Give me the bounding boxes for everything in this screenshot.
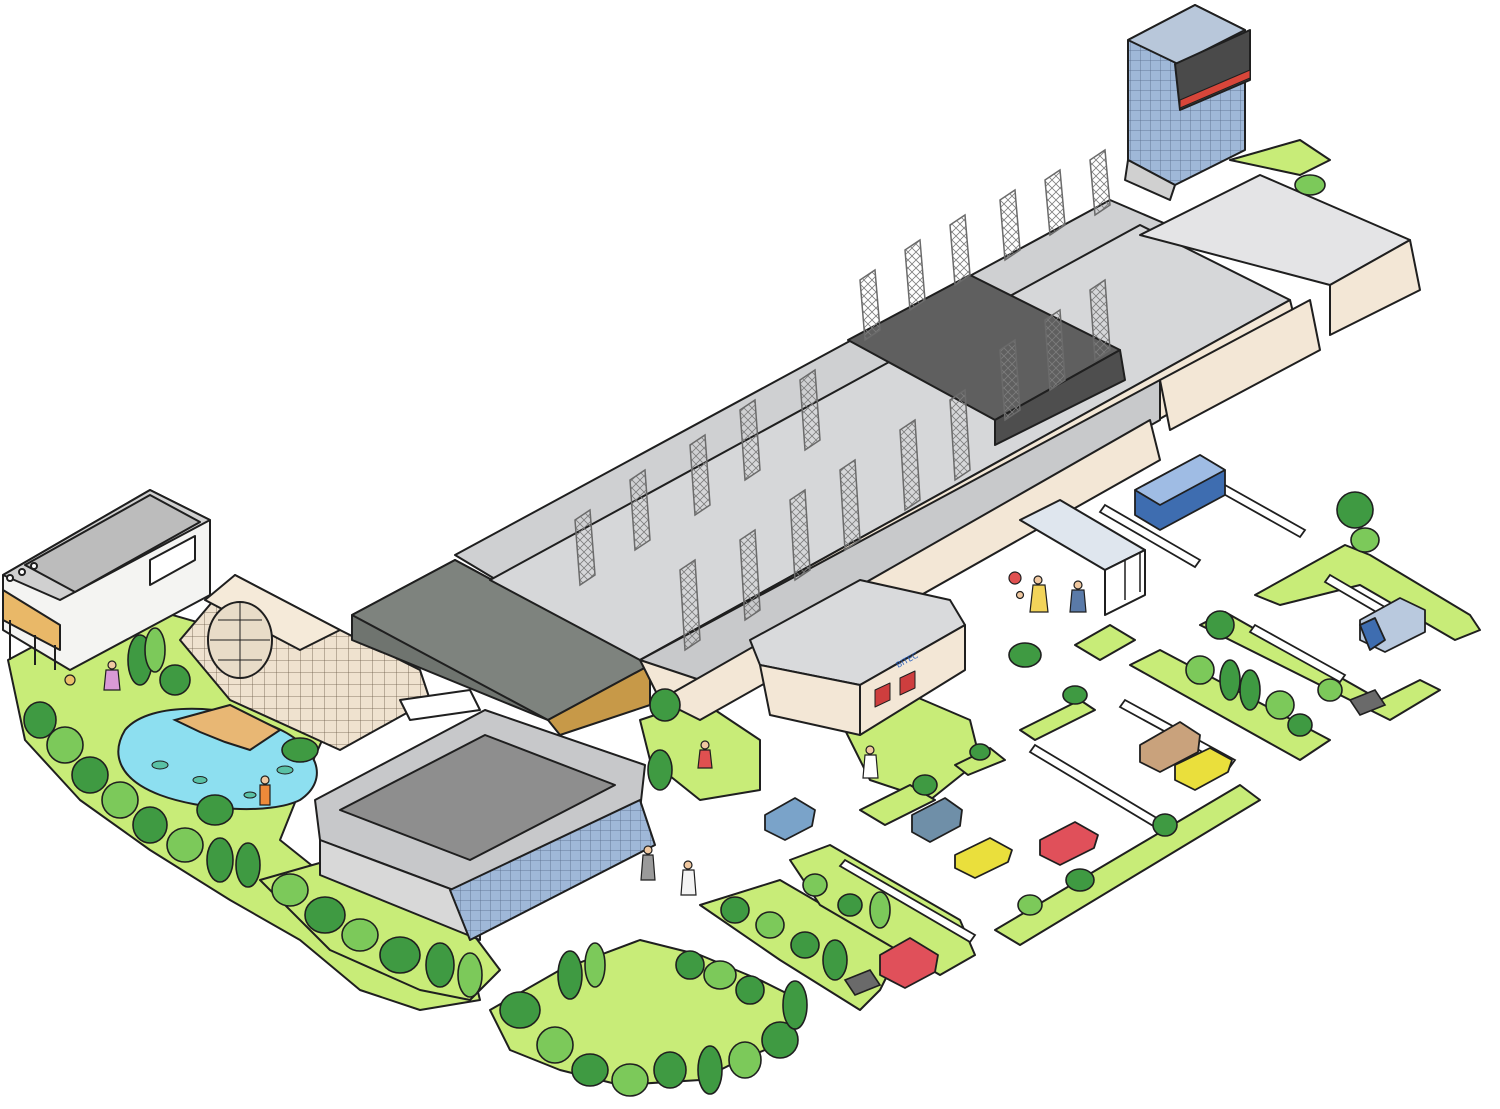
pickup-red <box>879 937 939 989</box>
entrance-canopy <box>1019 499 1146 616</box>
car-blue-road <box>764 797 816 841</box>
tree-cluster-south <box>271 873 808 1097</box>
trees-layer <box>23 174 1380 1097</box>
car-yellow-east <box>1174 747 1233 791</box>
car-beige <box>1139 721 1201 773</box>
roof-trusses <box>574 148 1111 652</box>
convention-hall <box>314 709 656 941</box>
lawn-strip-9 <box>859 784 936 826</box>
car-blue-lot <box>911 797 963 843</box>
lawn-strip-10 <box>1074 624 1136 661</box>
bus <box>1134 454 1226 531</box>
people <box>64 571 1087 896</box>
tree-cluster-west <box>23 627 319 888</box>
lawn-strip-4 <box>1129 649 1331 761</box>
lawn-strip-11 <box>1229 139 1331 176</box>
signboards <box>843 689 1387 996</box>
truck <box>1359 597 1426 653</box>
lawn-strip-7 <box>1019 699 1096 741</box>
tree-cluster-parking <box>647 174 1380 981</box>
west-office-building <box>2 489 211 671</box>
vehicles <box>764 454 1426 989</box>
entrance-pavilion: BITEC <box>749 579 966 736</box>
greenhouse <box>179 574 481 751</box>
car-yellow-lot <box>954 837 1013 879</box>
car-red-lot <box>1039 821 1099 866</box>
office-tower <box>1124 4 1251 201</box>
